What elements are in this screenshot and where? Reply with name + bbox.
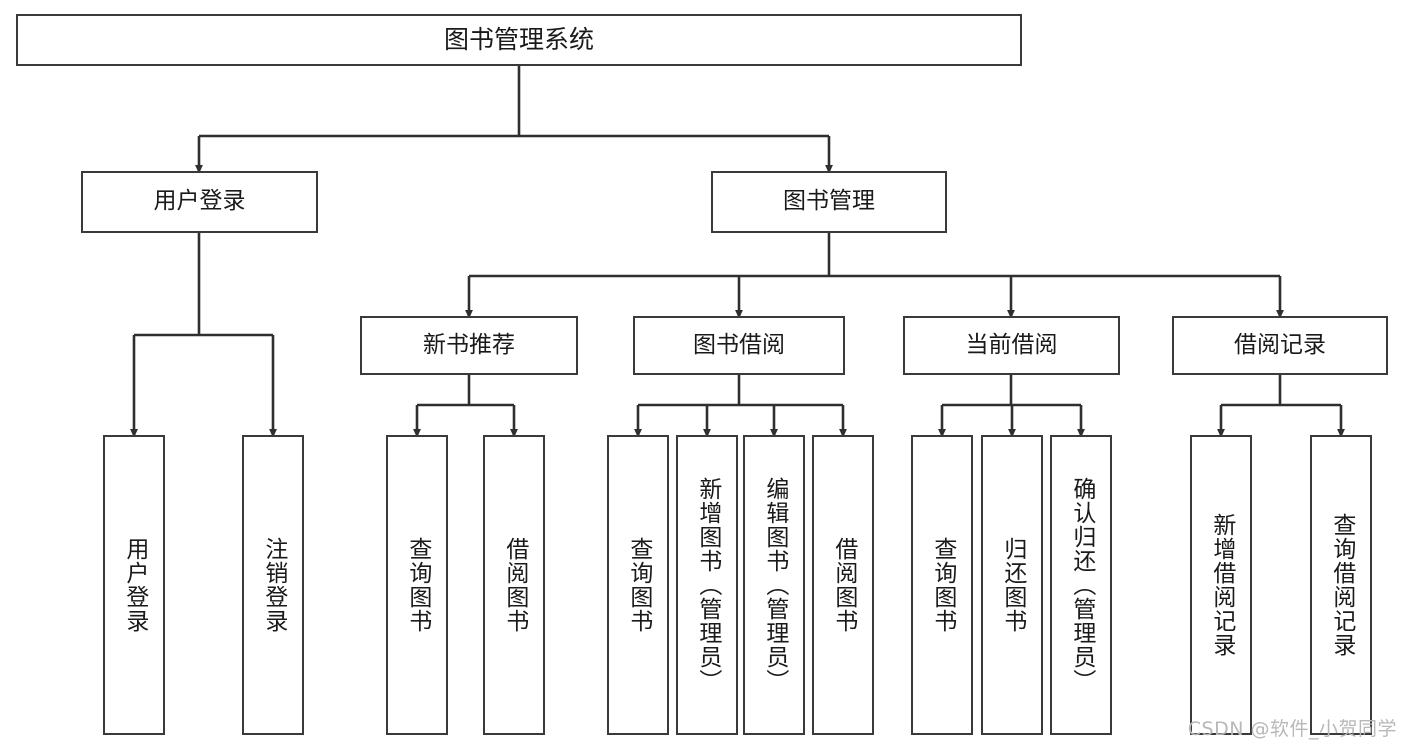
node-leaf-user-login-label: 用户登录 [121,537,148,633]
node-leaf-borrow-book-2-label: 借阅图书 [830,537,857,633]
node-new-book-recommend-label: 新书推荐 [423,331,515,358]
node-book-manage[interactable]: 图书管理 [711,171,947,233]
node-book-borrow-label: 图书借阅 [693,331,785,358]
node-leaf-query-book-3[interactable]: 查询图书 [911,435,973,735]
node-leaf-query-book-1-label: 查询图书 [404,537,431,633]
node-leaf-edit-book-admin-label: 编辑图书（管理员） [761,477,788,693]
node-leaf-user-login[interactable]: 用户登录 [103,435,165,735]
watermark-text: CSDN @软件_小贺同学 [1187,718,1397,740]
node-new-book-recommend[interactable]: 新书推荐 [360,316,578,375]
node-leaf-logout-login-label: 注销登录 [260,537,287,633]
node-leaf-add-borrow-record-label: 新增借阅记录 [1208,513,1235,657]
node-leaf-query-borrow-record[interactable]: 查询借阅记录 [1310,435,1372,735]
node-borrow-record-label: 借阅记录 [1234,331,1326,358]
node-book-borrow[interactable]: 图书借阅 [633,316,845,375]
node-leaf-return-book-label: 归还图书 [999,537,1026,633]
node-borrow-record[interactable]: 借阅记录 [1172,316,1388,375]
node-leaf-confirm-return-admin[interactable]: 确认归还（管理员） [1050,435,1112,735]
node-leaf-edit-book-admin[interactable]: 编辑图书（管理员） [743,435,805,735]
node-book-manage-label: 图书管理 [783,188,875,215]
node-leaf-borrow-book-1[interactable]: 借阅图书 [483,435,545,735]
node-leaf-borrow-book-1-label: 借阅图书 [501,537,528,633]
node-leaf-borrow-book-2[interactable]: 借阅图书 [812,435,874,735]
node-leaf-return-book[interactable]: 归还图书 [981,435,1043,735]
node-user-login[interactable]: 用户登录 [81,171,318,233]
node-root-system[interactable]: 图书管理系统 [16,14,1022,66]
node-leaf-confirm-return-admin-label: 确认归还（管理员） [1068,477,1095,693]
node-leaf-add-book-admin-label: 新增图书（管理员） [694,477,721,693]
node-leaf-logout-login[interactable]: 注销登录 [242,435,304,735]
node-leaf-add-borrow-record[interactable]: 新增借阅记录 [1190,435,1252,735]
node-current-borrow[interactable]: 当前借阅 [903,316,1120,375]
node-user-login-label: 用户登录 [153,188,246,215]
node-leaf-query-book-3-label: 查询图书 [929,537,956,633]
node-leaf-query-borrow-record-label: 查询借阅记录 [1328,513,1355,657]
node-root-system-label: 图书管理系统 [443,25,594,54]
node-leaf-query-book-2-label: 查询图书 [625,537,652,633]
node-current-borrow-label: 当前借阅 [965,331,1058,358]
node-leaf-add-book-admin[interactable]: 新增图书（管理员） [676,435,738,735]
node-leaf-query-book-1[interactable]: 查询图书 [386,435,448,735]
node-leaf-query-book-2[interactable]: 查询图书 [607,435,669,735]
